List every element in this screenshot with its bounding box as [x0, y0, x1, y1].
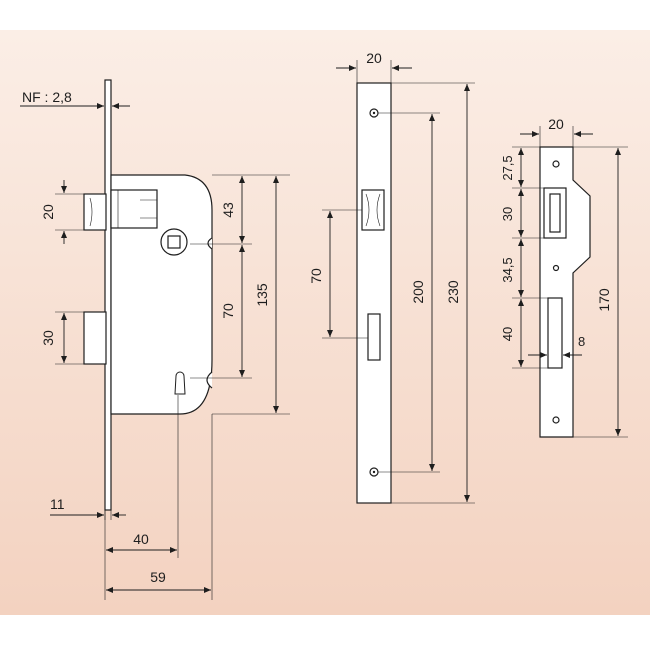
- plate-length-label: 230: [445, 280, 461, 304]
- strike-depth-label: 8: [578, 334, 585, 349]
- faceplate-thickness-label: NF : 2,8: [22, 89, 72, 105]
- strike-width-label: 20: [548, 116, 564, 132]
- faceplate-dimensions: 20 70 200 230: [308, 50, 475, 504]
- strike-bolt-opening-label: 40: [500, 327, 515, 341]
- top-screw-center: [372, 111, 376, 115]
- strike-bolt-opening: [547, 297, 563, 369]
- case-notch-bottom: [206, 371, 213, 389]
- case-height-label: 135: [254, 283, 270, 307]
- latch-mechanism-detail: [117, 190, 157, 228]
- screw-distance-label: 200: [410, 280, 426, 304]
- case-notch-top: [207, 237, 213, 250]
- faceplate-view: [356, 82, 392, 504]
- strike-latch-opening-inner: [549, 193, 561, 233]
- latch-bevel: [89, 197, 93, 227]
- faceplate-width-label: 20: [366, 50, 382, 66]
- lock-faceplate-strip: [104, 79, 112, 511]
- lock-body-dimensions: NF : 2,8 20 30 43 70 135 11 40: [20, 89, 290, 600]
- spindle-square-icon: [167, 235, 181, 249]
- strike-middle-screw-icon: [552, 264, 560, 272]
- keyhole-icon: [174, 371, 186, 395]
- faceplate: [356, 82, 392, 504]
- strike-top-offset-label: 27,5: [500, 155, 515, 180]
- center-distance-label: 70: [220, 303, 236, 319]
- bottom-screw-center: [372, 470, 376, 474]
- keyhole-backset-label: 40: [133, 531, 149, 547]
- latch-height-label: 20: [40, 204, 56, 220]
- latch-to-bolt-label: 70: [308, 268, 324, 284]
- strike-length-label: 170: [596, 288, 612, 312]
- strike-bottom-screw-icon: [552, 416, 560, 424]
- strike-top-screw-icon: [552, 160, 560, 168]
- lock-case: [110, 174, 213, 415]
- latch: [83, 193, 107, 231]
- strike-latch-opening-label: 30: [500, 207, 515, 221]
- case-depth-label: 59: [150, 569, 166, 585]
- deadbolt: [83, 311, 107, 365]
- bolt-opening: [367, 313, 381, 361]
- lock-body: [83, 79, 213, 511]
- strike-plate-view: [539, 146, 591, 438]
- latch-opening: [361, 189, 385, 231]
- strike-gap-label: 34,5: [500, 257, 515, 282]
- bolt-height-label: 30: [40, 330, 56, 346]
- latch-opening-bevel: [365, 193, 381, 227]
- spindle-offset-label: 43: [220, 202, 236, 218]
- latch-mechanism: [110, 189, 158, 229]
- strike-plate-dimensions: 20 27,5 30 34,5 40 8 170: [500, 116, 628, 438]
- bolt-throw-label: 11: [50, 496, 65, 512]
